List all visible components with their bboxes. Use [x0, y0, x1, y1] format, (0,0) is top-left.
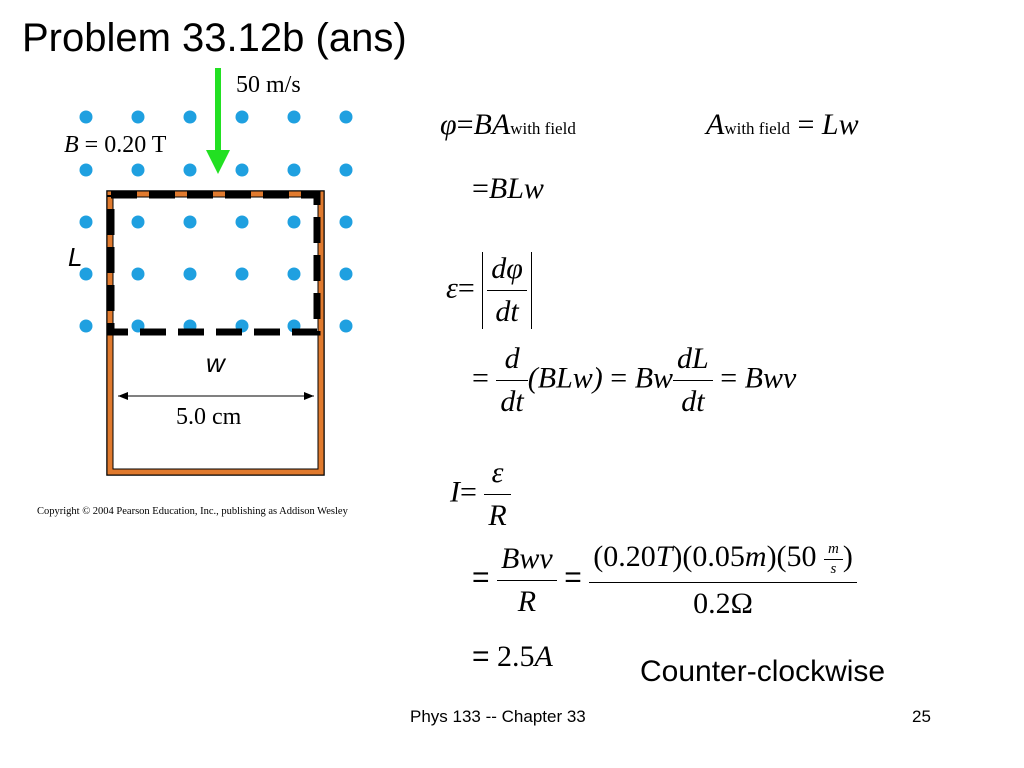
dimension-arrow-right: [304, 392, 314, 400]
field-dot: [183, 215, 197, 229]
field-dot: [79, 163, 93, 177]
field-dot: [287, 110, 301, 124]
field-dot: [183, 110, 197, 124]
field-dot: [131, 215, 145, 229]
field-label: B = 0.20 T: [64, 132, 167, 158]
field-dot: [235, 267, 249, 281]
field-dot: [287, 267, 301, 281]
u-frame-outer: [106, 190, 325, 476]
field-dot: [339, 110, 353, 124]
area-equation: Awith field = Lw: [706, 108, 859, 141]
length-label: L: [68, 242, 82, 272]
footer-chapter: Phys 133 -- Chapter 33: [410, 707, 586, 726]
field-dot: [131, 267, 145, 281]
field-dot: [79, 110, 93, 124]
field-dot: [131, 110, 145, 124]
loop-figure: 50 m/s B = 0.20 T L w 5.0 cm Copyright ©…: [37, 68, 353, 517]
field-dot: [131, 163, 145, 177]
current-direction: Counter-clockwise: [640, 655, 886, 688]
slide-title: Problem 33.12b (ans): [22, 16, 407, 60]
dimension-arrow-left: [118, 392, 128, 400]
field-dot: [287, 163, 301, 177]
field-dot: [339, 163, 353, 177]
field-dot: [79, 319, 93, 333]
field-dot: [235, 215, 249, 229]
field-dot: [287, 215, 301, 229]
field-dot: [339, 215, 353, 229]
current-result: = 2.5A: [472, 640, 553, 673]
velocity-arrow-head: [206, 150, 230, 174]
loop-outline-dashed: [107, 191, 321, 336]
field-dot: [79, 215, 93, 229]
field-dot: [339, 267, 353, 281]
field-dot: [183, 267, 197, 281]
copyright-text: Copyright © 2004 Pearson Education, Inc.…: [37, 506, 349, 517]
field-dot: [79, 267, 93, 281]
field-dot: [339, 319, 353, 333]
flux-equation: φ=BAwith field: [440, 108, 576, 141]
magnetic-field-dots: [79, 110, 353, 333]
velocity-label: 50 m/s: [236, 72, 301, 98]
width-label: w: [206, 348, 227, 378]
flux-result: =BLw: [472, 172, 544, 205]
field-dot: [235, 163, 249, 177]
dimension-label: 5.0 cm: [176, 404, 242, 430]
page-number: 25: [912, 707, 931, 726]
field-dot: [235, 110, 249, 124]
field-dot: [183, 163, 197, 177]
